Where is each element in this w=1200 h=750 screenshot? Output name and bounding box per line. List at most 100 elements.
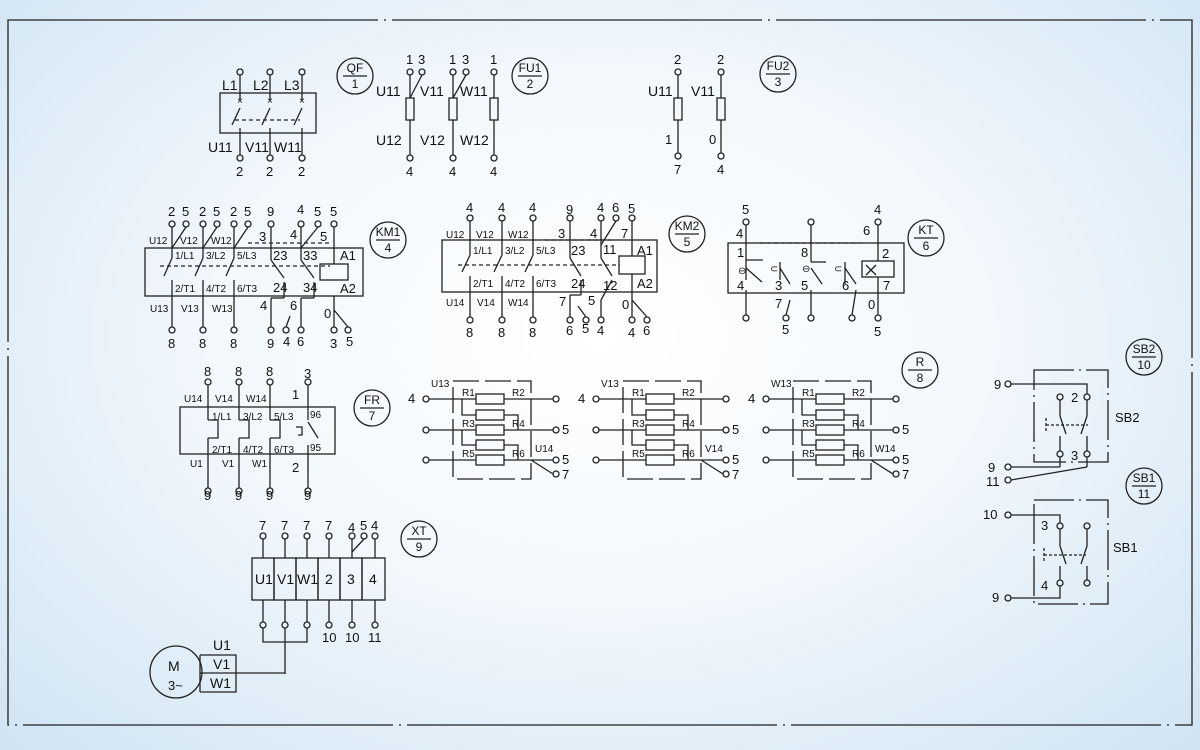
sb1-num: 11 bbox=[1138, 487, 1151, 501]
r2-left-1: 4 bbox=[578, 391, 585, 406]
svg-text:×: × bbox=[267, 96, 273, 107]
fr-topnum-3: 8 bbox=[266, 364, 273, 379]
km2-topnum-3: 4 bbox=[529, 200, 536, 215]
r1-phase: U13 bbox=[431, 379, 450, 390]
r-num: 8 bbox=[917, 371, 924, 385]
km2-aux-3: 7 bbox=[621, 226, 628, 241]
km1-topnum-9: 5 bbox=[314, 204, 321, 219]
fr-pole-2: 3/L2 bbox=[243, 412, 263, 423]
fr-topnum-4: 3 bbox=[304, 366, 311, 381]
r-bubble-group: R 8 bbox=[901, 351, 939, 389]
km2-out-1: 2/T1 bbox=[473, 279, 493, 290]
r2-out: V14 bbox=[705, 444, 723, 455]
r3-res-4: R4 bbox=[852, 419, 865, 430]
xt-topnum-7: 4 bbox=[371, 518, 378, 533]
kt-label-11: 2 bbox=[882, 246, 889, 261]
fu1-top-2: V11 bbox=[420, 83, 444, 99]
kt-label-1: 5 bbox=[742, 202, 749, 217]
qf-bot-3: W11 bbox=[274, 139, 302, 155]
sb2-pin-1: 9 bbox=[994, 377, 1001, 392]
fu1-topnum-4: 3 bbox=[462, 52, 469, 67]
fr-thermal-relay: 8 8 8 3 U14 V14 W14 1/L1 3/L2 5/L3 2/T1 … bbox=[179, 364, 391, 503]
sb1-pin-4: 9 bbox=[992, 590, 999, 605]
fu1-num: 2 bbox=[527, 77, 534, 91]
km1-botnum-7: 3 bbox=[330, 336, 337, 351]
fu2-topnum-1: 2 bbox=[674, 52, 681, 67]
motor-phase-3: W1 bbox=[210, 675, 231, 691]
km2-botnum-7: 4 bbox=[628, 325, 635, 340]
fr-aux-4: 2 bbox=[292, 460, 299, 475]
r1-right-1: 5 bbox=[562, 452, 569, 467]
fu2-bubble bbox=[759, 55, 797, 93]
km2-out-3: 6/T3 bbox=[536, 279, 556, 290]
fu1-botnum-1: 4 bbox=[406, 164, 413, 179]
km2-botnum-6: 4 bbox=[597, 323, 604, 338]
r1-res-2: R2 bbox=[512, 388, 525, 399]
fu1-topnum-5: 1 bbox=[490, 52, 497, 67]
km2-tag: KM2 bbox=[675, 219, 700, 233]
fr-num: 7 bbox=[369, 409, 376, 423]
km2-topnum-7: 5 bbox=[628, 201, 635, 216]
qf-num: 1 bbox=[352, 77, 359, 91]
qf-top-2: L2 bbox=[253, 77, 269, 93]
km2-aux-8: 7 bbox=[559, 294, 566, 309]
km1-botnum-2: 8 bbox=[199, 336, 206, 351]
km2-pole-3: 5/L3 bbox=[536, 246, 556, 257]
svg-text:⊖: ⊖ bbox=[738, 266, 746, 277]
km1-botnum-5: 4 bbox=[283, 334, 290, 349]
km2-botnum-2: 8 bbox=[498, 325, 505, 340]
km1-aux-9: 6 bbox=[290, 298, 297, 313]
km1-botnum-4: 9 bbox=[267, 336, 274, 351]
km2-bubble bbox=[668, 215, 706, 253]
sb2-pin-5: 11 bbox=[986, 474, 1000, 489]
km1-aux-5: 33 bbox=[303, 248, 317, 263]
qf-bot-1: U11 bbox=[208, 139, 233, 155]
fu2-top-2: V11 bbox=[691, 83, 715, 99]
fr-aux-3: 95 bbox=[310, 443, 322, 454]
fu1-top-1: U11 bbox=[376, 83, 401, 99]
km1-out-3: 6/T3 bbox=[237, 284, 257, 295]
fr-botnum-1: 9 bbox=[204, 488, 211, 503]
resistor-bank-1: U13 U14 4 5 5 7 R1 R2 R3 R4 R5 R6 bbox=[408, 379, 569, 482]
km1-topnum-5: 2 bbox=[230, 204, 237, 219]
xt-cell-3: W1 bbox=[297, 571, 318, 587]
km1-botnum-8: 5 bbox=[346, 334, 353, 349]
r2-res-6: R6 bbox=[682, 449, 695, 460]
fr-bot-1: U1 bbox=[190, 459, 203, 470]
r1-res-5: R5 bbox=[462, 449, 475, 460]
motor-label: M bbox=[168, 658, 180, 674]
qf-top-1: L1 bbox=[222, 77, 238, 93]
km1-aux-6: 24 bbox=[273, 280, 287, 295]
xt-topnum-3: 7 bbox=[303, 518, 310, 533]
fr-bot-3: W1 bbox=[252, 459, 267, 470]
r3-res-3: R3 bbox=[802, 419, 815, 430]
km2-num: 5 bbox=[684, 235, 691, 249]
motor-phase-1: U1 bbox=[213, 637, 231, 653]
r2-right-1: 5 bbox=[732, 452, 739, 467]
km2-aux-10: 0 bbox=[622, 297, 629, 312]
xt-botnum-1: 10 bbox=[322, 630, 336, 645]
xt-topnum-4: 7 bbox=[325, 518, 332, 533]
sb1-bubble bbox=[1125, 467, 1163, 505]
km1-aux-4: 23 bbox=[273, 248, 287, 263]
km1-topnum-4: 5 bbox=[213, 204, 220, 219]
fu1-tag: FU1 bbox=[519, 61, 542, 75]
r2-left-2: 5 bbox=[732, 422, 739, 437]
fr-out-3: 6/T3 bbox=[274, 445, 294, 456]
resistor-bank-2: V13 V14 4 5 5 7 R1 R2 R3 R4 R5 R6 bbox=[578, 379, 739, 482]
km2-topnum-2: 4 bbox=[498, 200, 505, 215]
km1-num: 4 bbox=[385, 241, 392, 255]
km1-coil-a1: A1 bbox=[340, 248, 356, 263]
motor-icon bbox=[149, 645, 203, 699]
fr-aux-2: 96 bbox=[310, 410, 322, 421]
xt-cell-6: 4 bbox=[369, 571, 377, 587]
kt-bubble bbox=[907, 219, 945, 257]
r2-res-4: R4 bbox=[682, 419, 695, 430]
km1-bot-1: U13 bbox=[150, 304, 169, 315]
r2-right-2: 7 bbox=[732, 467, 739, 482]
kt-label-10: 6 bbox=[863, 223, 870, 238]
fu1-fuses: 1 3 1 3 1 U11 V11 W11 U12 V12 W12 4 4 4 … bbox=[376, 52, 549, 179]
km2-out-2: 4/T2 bbox=[505, 279, 525, 290]
fu2-num: 3 bbox=[775, 75, 782, 89]
resistor-bank-3: W13 W14 4 5 5 7 R1 R2 R3 R4 R5 R6 bbox=[748, 379, 909, 482]
